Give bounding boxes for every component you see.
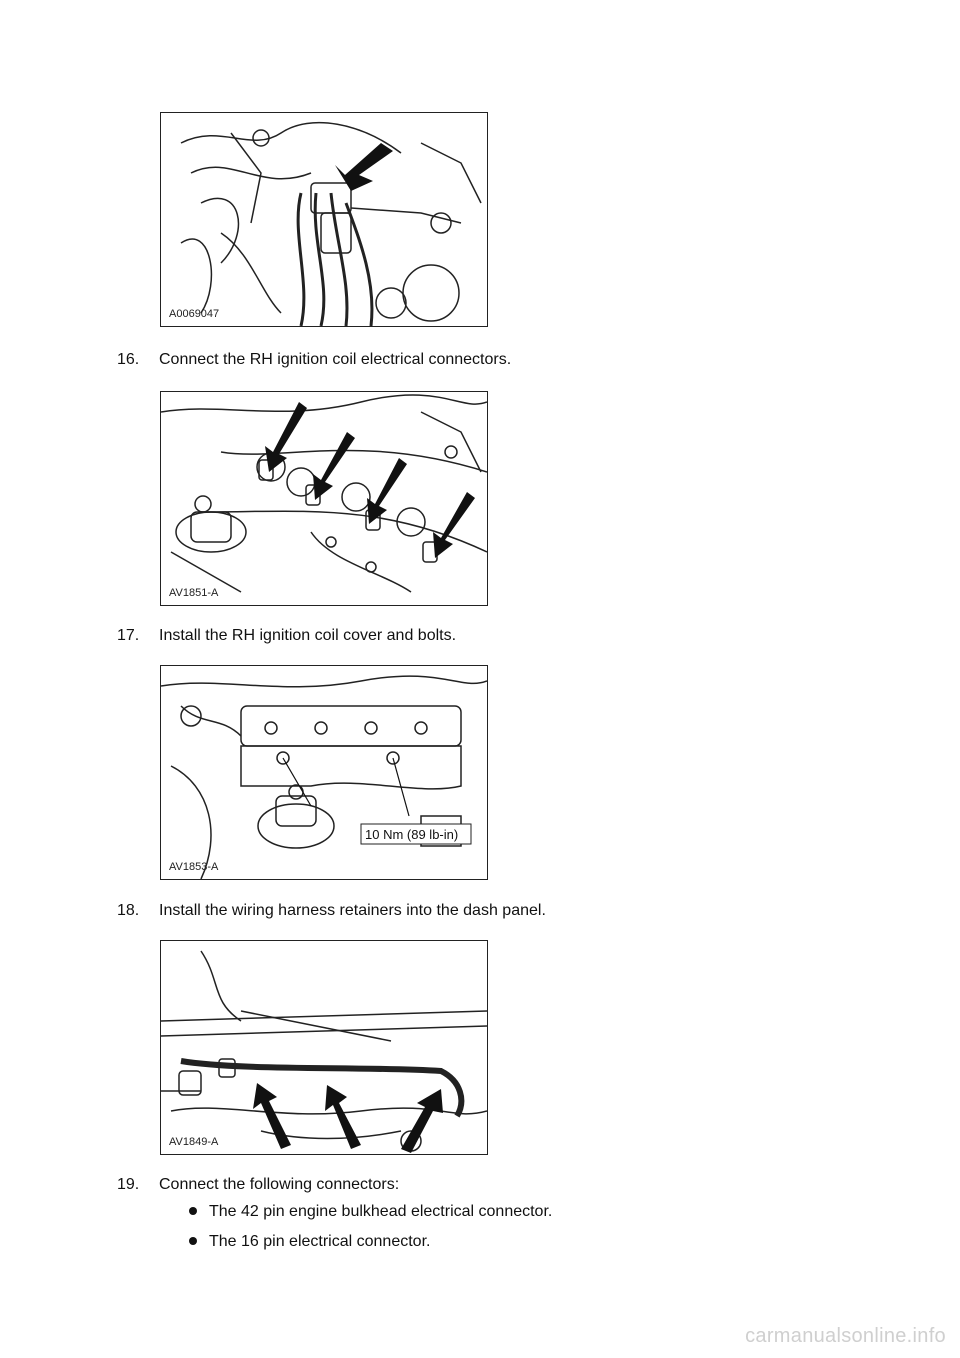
bullet-text: The 16 pin electrical connector. xyxy=(209,1233,431,1250)
figure-id: AV1853-A xyxy=(169,861,219,873)
engine-illustration-harness-retainers xyxy=(161,950,487,1153)
step-text: Install the RH ignition coil cover and b… xyxy=(159,627,457,644)
bullet-item: The 42 pin engine bulkhead electrical co… xyxy=(189,1202,552,1222)
step-text: Connect the RH ignition coil electrical … xyxy=(159,351,512,368)
figure-av1851-a: AV1851-A xyxy=(160,391,488,606)
figure-id: A0069047 xyxy=(169,308,220,320)
arrow-pointer xyxy=(325,1085,361,1149)
arrow-pointer xyxy=(253,1083,291,1149)
torque-callout-text: 10 Nm (89 lb-in) xyxy=(365,827,458,842)
arrow-pointer xyxy=(433,492,475,558)
step-number: 18. xyxy=(117,902,140,919)
step-16: 16. Connect the RH ignition coil electric… xyxy=(117,350,511,370)
step-number: 19. xyxy=(117,1176,140,1193)
arrow-pointer xyxy=(367,458,407,524)
step-19: 19. Connect the following connectors: xyxy=(117,1175,399,1195)
figure-a0069047: A0069047 xyxy=(160,112,488,327)
figure-id: AV1851-A xyxy=(169,587,219,599)
watermark: carmanualsonline.info xyxy=(745,1325,946,1347)
bullet-item: The 16 pin electrical connector. xyxy=(189,1232,430,1252)
step-17: 17. Install the RH ignition coil cover an… xyxy=(117,626,456,646)
arrow-pointer xyxy=(401,1089,443,1153)
bullet-dot xyxy=(189,1206,197,1215)
step-number: 17. xyxy=(117,627,140,644)
torque-callout-box xyxy=(360,823,472,845)
step-number: 16. xyxy=(117,351,140,368)
step-text: Install the wiring harness retainers int… xyxy=(159,902,546,919)
arrow-pointer xyxy=(265,402,307,472)
arrow-pointer xyxy=(313,432,355,500)
figure-av1849-a: AV1849-A xyxy=(160,940,488,1155)
bullet-text: The 42 pin engine bulkhead electrical co… xyxy=(209,1203,553,1220)
step-18: 18. Install the wiring harness retainers … xyxy=(117,901,546,921)
engine-illustration-coil-cover: 10 Nm (89 lb-in) xyxy=(161,675,487,879)
arrow-pointer xyxy=(335,143,393,191)
bullet-dot xyxy=(189,1236,197,1245)
engine-illustration-ignition-coils xyxy=(161,394,487,593)
engine-illustration-connector xyxy=(180,121,482,326)
figure-id: AV1849-A xyxy=(169,1136,219,1148)
figure-av1853-a: 10 Nm (89 lb-in) AV1853-A xyxy=(160,665,488,880)
step-text: Connect the following connectors: xyxy=(159,1176,400,1193)
